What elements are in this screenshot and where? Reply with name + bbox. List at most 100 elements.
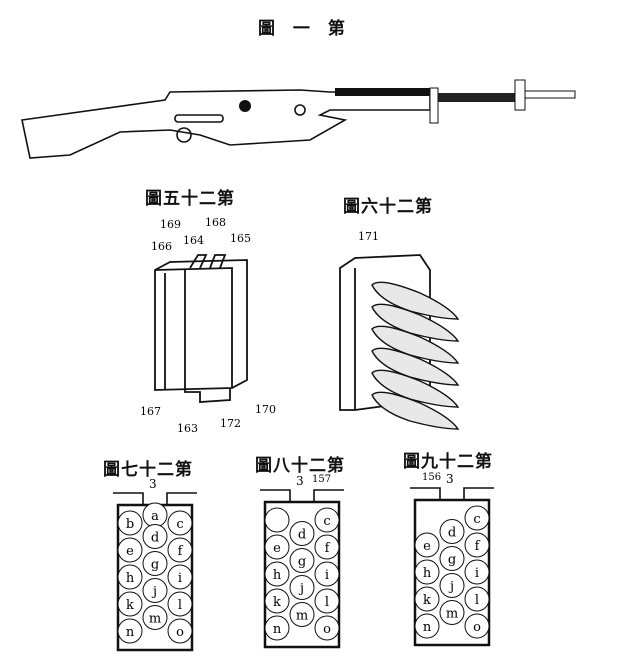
cartridge-circle-l (314, 588, 340, 614)
cartridge (371, 369, 460, 408)
cartridge-circle-o (464, 613, 490, 639)
cartridge-letter-f: f (475, 539, 481, 554)
cartridge-letter-m: m (446, 607, 458, 622)
cartridge-letter-d: d (298, 528, 306, 543)
cartridge-letter-o: o (176, 625, 184, 640)
fig25-title: 圖五十二第 (145, 189, 235, 209)
cartridge-letter-i: i (325, 568, 329, 583)
cartridge-circle-l (167, 591, 193, 617)
cartridge-circle-k (264, 588, 290, 614)
cartridge-circle-l (464, 586, 490, 612)
fig25-label-172: 172 (220, 417, 241, 430)
fig29-label-156: 156 (422, 472, 441, 483)
cartridge-circle-h (264, 561, 290, 587)
cartridge (371, 347, 460, 386)
cartridge-circle-n (117, 618, 143, 644)
cartridge-circle-d (142, 524, 168, 549)
cartridge-letter-h: h (423, 566, 432, 581)
cartridge-circle-d (289, 521, 315, 546)
cartridge-letter-m: m (149, 612, 161, 627)
cartridge-circle-c (167, 510, 193, 536)
cartridge-letter-g: g (298, 555, 306, 570)
cartridge (371, 325, 460, 364)
cartridge (371, 281, 460, 320)
cartridge-circle-g (289, 548, 315, 573)
cartridge-letter-b: b (126, 517, 134, 532)
cartridge-letter-d: d (448, 526, 456, 541)
cartridge-letter-g: g (448, 553, 456, 568)
fig25-label-166: 166 (151, 240, 172, 253)
fig28-label-157: 157 (312, 474, 331, 485)
cartridge-circle-n (264, 615, 290, 641)
cartridge-letter-h: h (126, 571, 135, 586)
cartridge-letter-c: c (323, 514, 330, 529)
cartridge-letter-m: m (296, 609, 308, 624)
cartridge-circle-e (117, 537, 143, 563)
cartridge-letter-k: k (126, 598, 134, 613)
fig26-title: 圖六十二第 (343, 197, 433, 217)
cartridge-letter-l: l (475, 593, 479, 608)
cartridge-letter-f: f (325, 541, 331, 556)
cartridge-letter-l: l (325, 595, 329, 610)
cartridge-letter-d: d (151, 531, 159, 546)
cartridge-circle-o (167, 618, 193, 644)
fig25-label-164: 164 (183, 234, 204, 247)
cartridge-circle-j (439, 573, 465, 598)
cartridge-circle-i (167, 564, 193, 590)
cartridge-circle-g (142, 551, 168, 576)
cartridge-circle-i (464, 559, 490, 585)
cartridge-letter-c: c (473, 512, 480, 527)
cartridge (371, 391, 460, 430)
cartridge-circle-h (414, 559, 440, 585)
cartridge-circle-n (414, 613, 440, 639)
cartridge-circle-f (464, 532, 490, 558)
fig1-title: 圖 一 第 (258, 19, 351, 39)
cartridge-circle-i (314, 561, 340, 587)
fig28-title: 圖八十二第 (255, 456, 345, 476)
fig25-label-165: 165 (230, 232, 251, 245)
cartridge-circle-m (289, 602, 315, 627)
fig25-label-168: 168 (205, 216, 226, 229)
cartridge-circle-empty (264, 507, 290, 533)
cartridge-circle-m (142, 605, 168, 630)
cartridge-letter-e: e (273, 541, 281, 556)
cartridge-circle-k (414, 586, 440, 612)
cartridge-circle-o (314, 615, 340, 641)
fig29-label-3: 3 (446, 472, 454, 486)
fig26-label-171: 171 (358, 230, 379, 243)
cartridge-letter-k: k (273, 595, 281, 610)
cartridge-circle-f (314, 534, 340, 560)
cartridge-letter-n: n (423, 620, 432, 635)
cartridge-circle-f (167, 537, 193, 563)
cartridge-letter-o: o (323, 622, 331, 637)
cartridge-letter-k: k (423, 593, 431, 608)
cartridge-circle-c (464, 505, 490, 531)
cartridge-circle-m (439, 600, 465, 625)
cartridge (371, 303, 460, 342)
cartridge-letter-a: a (151, 509, 159, 524)
cartridge-circle-e (264, 534, 290, 560)
cartridge-letter-n: n (273, 622, 282, 637)
cartridge-circle-d (439, 519, 465, 544)
cartridge-circle-e (414, 532, 440, 558)
cartridge-letter-i: i (475, 566, 479, 581)
cartridge-circle-h (117, 564, 143, 590)
cartridge-letter-j: j (298, 582, 304, 597)
cartridge-letter-j: j (151, 585, 157, 600)
cartridge-circle-g (439, 546, 465, 571)
cartridge-letter-n: n (126, 625, 135, 640)
cartridge-letter-o: o (473, 620, 481, 635)
fig29-title: 圖九十二第 (403, 452, 493, 472)
cartridge-letter-f: f (178, 544, 184, 559)
cartridge-letter-g: g (151, 558, 159, 573)
fig27-title: 圖七十二第 (103, 460, 193, 480)
cartridge-circle-j (289, 575, 315, 600)
cartridge-letter-i: i (178, 571, 182, 586)
